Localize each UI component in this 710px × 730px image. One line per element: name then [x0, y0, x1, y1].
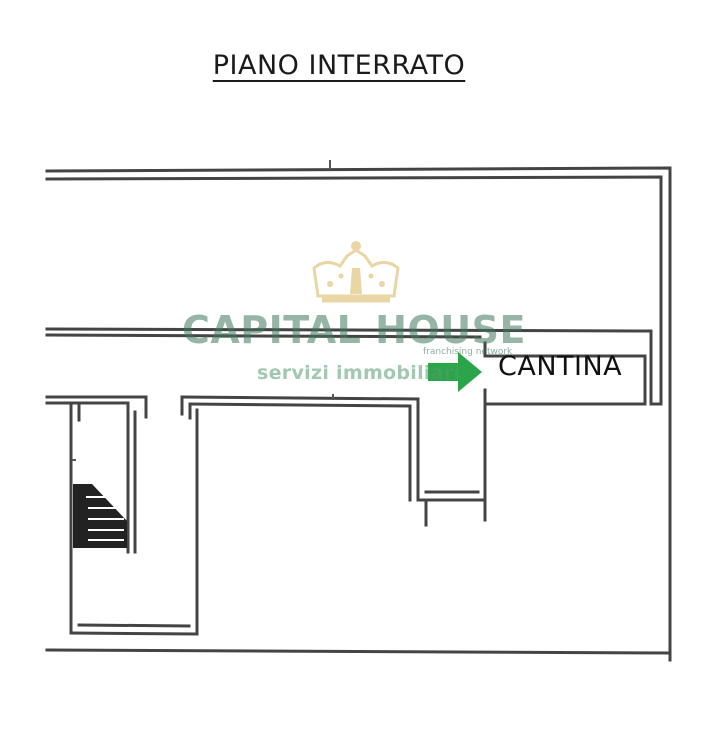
walls: [45, 166, 672, 662]
crown-logo-icon: [312, 241, 400, 303]
watermark-brand: CAPITAL HOUSE: [182, 308, 526, 352]
watermark-network: franchising network: [423, 347, 513, 357]
watermark-tagline: servizi immobiliari: [257, 362, 461, 384]
tick-marks: [72, 160, 334, 461]
room-label-cantina: CANTINA: [498, 351, 623, 382]
arrow-right-icon: [428, 352, 482, 392]
plan-title: PIANO INTERRATO: [212, 50, 466, 81]
stairs-icon: [73, 484, 127, 548]
